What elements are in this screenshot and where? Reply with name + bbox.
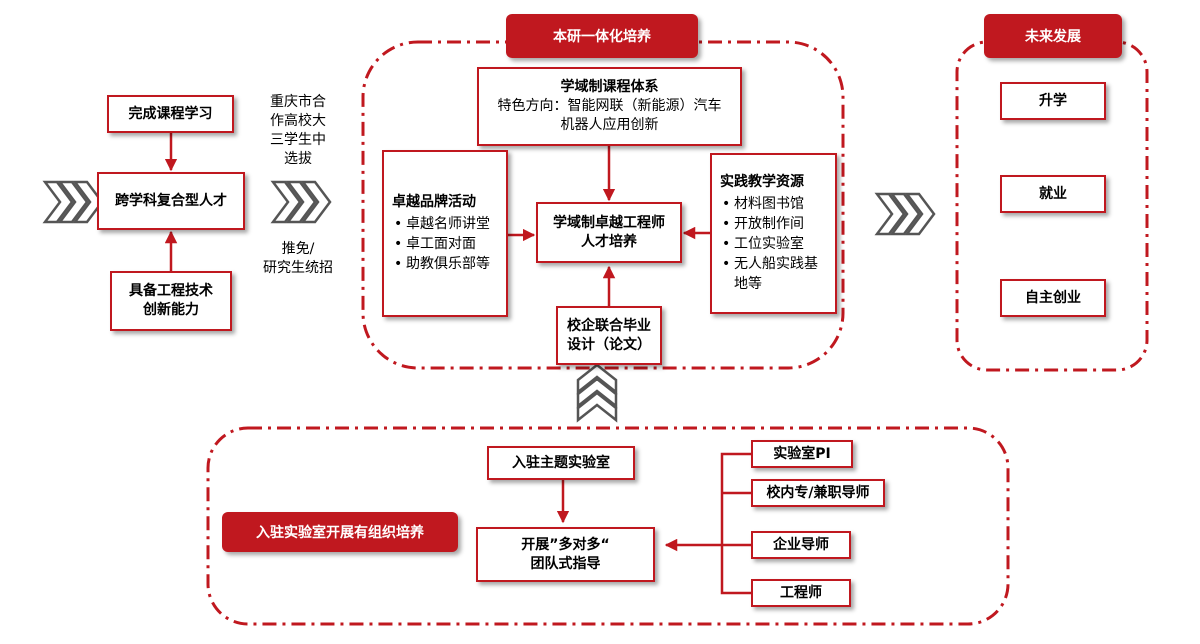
thesis-box: 校企联合毕业 设计（论文）: [556, 306, 662, 365]
brand-box: 卓越品牌活动 卓越名师讲堂 卓工面对面 助教俱乐部等: [382, 150, 508, 317]
brand-item: 卓工面对面: [392, 234, 490, 254]
brand-item: 卓越名师讲堂: [392, 214, 490, 234]
practice-item: 材料图书馆: [720, 194, 828, 214]
practice-item: 开放制作间: [720, 214, 828, 234]
curriculum-box: 学域制课程体系 特色方向：智能网联（新能源）汽车 机器人应用创新: [477, 67, 742, 146]
practice-item: 无人船实践基地等: [720, 254, 828, 294]
center-title: 本研一体化培养: [553, 29, 651, 45]
practice-list: 材料图书馆 开放制作间 工位实验室 无人船实践基地等: [720, 194, 828, 294]
core-box: 学域制卓越工程师 人才培养: [536, 202, 682, 263]
brand-title: 卓越品牌活动: [392, 194, 476, 210]
future-item-label: 升学: [1039, 92, 1067, 109]
future-title: 未来发展: [1025, 29, 1081, 45]
mentor-enterprise: 企业导师: [751, 531, 851, 559]
curriculum-line1: 特色方向：智能网联（新能源）汽车: [497, 98, 722, 114]
ability-label-line2: 创新能力: [143, 302, 199, 318]
future-item-label: 就业: [1039, 185, 1067, 202]
mentor-lab-pi: 实验室PI: [751, 440, 853, 468]
mentor-label: 企业导师: [773, 536, 829, 553]
center-title-tag: 本研一体化培养: [506, 14, 698, 58]
core-line1: 学域制卓越工程师: [553, 214, 665, 231]
mentor-campus: 校内专/兼职导师: [751, 479, 885, 507]
complete-course-label: 完成课程学习: [128, 105, 213, 122]
selection-line: 选拔: [284, 151, 312, 167]
mentor-label: 校内专/兼职导师: [766, 484, 870, 501]
talent-box: 跨学科复合型人才: [97, 172, 245, 230]
bottom-tag-label: 入驻实验室开展有组织培养: [256, 525, 424, 541]
bottom-tag: 入驻实验室开展有组织培养: [222, 512, 458, 552]
curriculum-title: 学域制课程体系: [560, 79, 659, 95]
practice-title: 实践教学资源: [720, 174, 804, 190]
mentor-label: 工程师: [780, 584, 822, 601]
ability-box: 具备工程技术 创新能力: [110, 271, 232, 331]
talent-label: 跨学科复合型人才: [115, 192, 227, 209]
core-line2: 人才培养: [581, 233, 637, 250]
recommend-text: 推免/ 研究生统招: [250, 240, 346, 278]
enter-lab-box: 入驻主题实验室: [487, 446, 635, 480]
brand-list: 卓越名师讲堂 卓工面对面 助教俱乐部等: [392, 214, 490, 274]
complete-course-box: 完成课程学习: [107, 95, 234, 133]
chevrons-right-icon: [874, 192, 936, 236]
mentor-label: 实验室PI: [773, 445, 831, 462]
selection-text: 重庆市合 作高校大 三学生中 选拔: [258, 93, 338, 169]
team-line2: 团队式指导: [530, 555, 601, 572]
practice-item: 工位实验室: [720, 234, 828, 254]
chevrons-up-icon: [576, 363, 618, 423]
thesis-line2: 设计（论文）: [567, 336, 651, 353]
bottom-dashed-container: [206, 426, 1010, 626]
mentor-bracket: [720, 452, 751, 595]
brand-item: 助教俱乐部等: [392, 254, 490, 274]
mentor-engineer: 工程师: [751, 579, 851, 607]
selection-line: 重庆市合: [270, 94, 326, 110]
recommend-line: 推免/: [281, 241, 315, 257]
practice-box: 实践教学资源 材料图书馆 开放制作间 工位实验室 无人船实践基地等: [710, 153, 837, 314]
selection-line: 三学生中: [270, 132, 326, 148]
team-guidance-box: 开展”多对多“ 团队式指导: [476, 527, 655, 582]
future-title-tag: 未来发展: [984, 14, 1122, 58]
enter-lab-label: 入驻主题实验室: [512, 454, 610, 471]
chevrons-mid-icon: [270, 180, 332, 224]
ability-label-line1: 具备工程技术: [129, 283, 213, 299]
thesis-line1: 校企联合毕业: [567, 317, 651, 334]
selection-line: 作高校大: [270, 113, 326, 129]
recommend-line: 研究生统招: [263, 260, 333, 276]
chevrons-left-icon: [42, 180, 104, 224]
team-line1: 开展”多对多“: [521, 536, 610, 553]
future-item-further-study: 升学: [1000, 82, 1106, 120]
curriculum-line2: 机器人应用创新: [560, 117, 659, 133]
future-item-entrepreneurship: 自主创业: [1000, 279, 1106, 317]
future-item-label: 自主创业: [1025, 289, 1081, 306]
future-item-employment: 就业: [1000, 175, 1106, 213]
